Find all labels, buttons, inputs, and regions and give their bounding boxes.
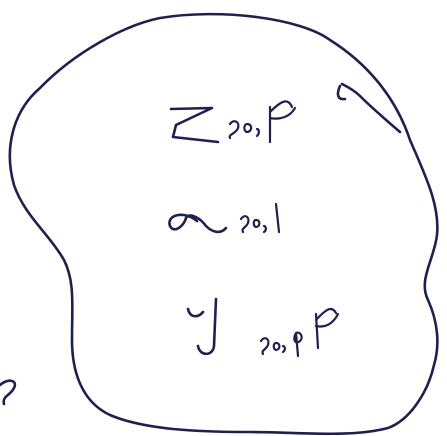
blob-loop <box>340 82 402 134</box>
value-x <box>239 202 281 234</box>
margin-mark <box>0 379 17 406</box>
entry-y <box>186 297 340 358</box>
symbol-y <box>186 297 218 356</box>
value-z <box>228 100 297 144</box>
symbol-z <box>169 106 220 144</box>
symbol-x <box>168 213 228 234</box>
entry-x <box>168 202 281 234</box>
entry-z <box>169 100 297 144</box>
blob-hook <box>336 84 347 101</box>
blob-outline <box>8 12 439 436</box>
value-y <box>259 307 340 358</box>
